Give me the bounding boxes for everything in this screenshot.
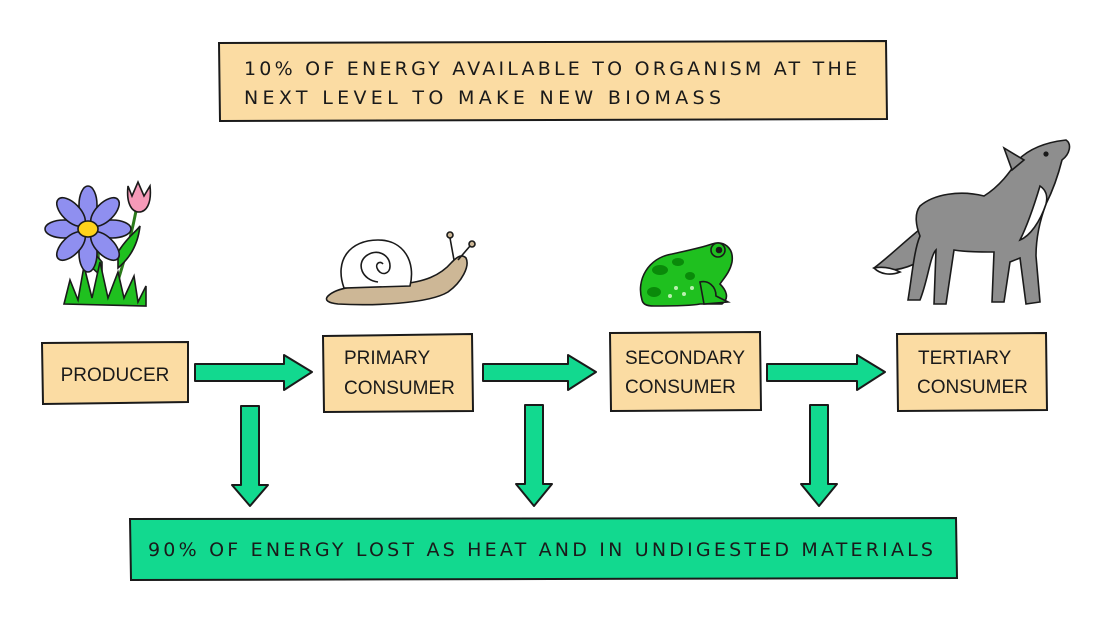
top-banner-line1: 10% OF ENERGY AVAILABLE TO ORGANISM AT T… bbox=[244, 58, 858, 80]
loss-arrow-producer bbox=[231, 405, 269, 507]
wolf-icon bbox=[872, 139, 1071, 305]
level-label-secondary-line2: CONSUMER bbox=[625, 377, 736, 398]
snail-icon bbox=[325, 231, 476, 306]
flower-icon bbox=[44, 179, 152, 307]
top-banner-box bbox=[217, 39, 889, 123]
level-label-producer-line1: PRODUCER bbox=[61, 365, 170, 386]
bottom-banner-text: 90% OF ENERGY LOST AS HEAT AND IN UNDIGE… bbox=[148, 539, 934, 561]
level-label-tertiary-line1: TERTIARY bbox=[918, 348, 1012, 369]
frog-icon bbox=[639, 242, 734, 307]
flow-arrow-primary-to-secondary bbox=[482, 354, 597, 391]
level-label-primary-line1: PRIMARY bbox=[344, 348, 431, 369]
loss-arrow-secondary bbox=[800, 404, 838, 507]
level-box-primary-consumer: PRIMARY CONSUMER bbox=[321, 332, 475, 414]
flow-arrow-secondary-to-tertiary bbox=[766, 354, 886, 391]
top-banner-line2: NEXT LEVEL TO MAKE NEW BIOMASS bbox=[244, 87, 722, 109]
top-banner: 10% OF ENERGY AVAILABLE TO ORGANISM AT T… bbox=[217, 39, 889, 123]
loss-arrow-primary bbox=[515, 404, 553, 507]
level-label-tertiary-line2: CONSUMER bbox=[917, 377, 1028, 398]
level-label-primary-line2: CONSUMER bbox=[344, 378, 455, 399]
bottom-banner-box bbox=[128, 516, 959, 582]
level-box-producer: PRODUCER bbox=[40, 340, 189, 406]
level-label-secondary-line1: SECONDARY bbox=[625, 348, 745, 369]
level-box-secondary-consumer: SECONDARY CONSUMER bbox=[608, 330, 763, 413]
level-box-tertiary-consumer: TERTIARY CONSUMER bbox=[895, 331, 1049, 413]
bottom-banner: 90% OF ENERGY LOST AS HEAT AND IN UNDIGE… bbox=[128, 516, 959, 582]
flow-arrow-producer-to-primary bbox=[194, 354, 313, 391]
